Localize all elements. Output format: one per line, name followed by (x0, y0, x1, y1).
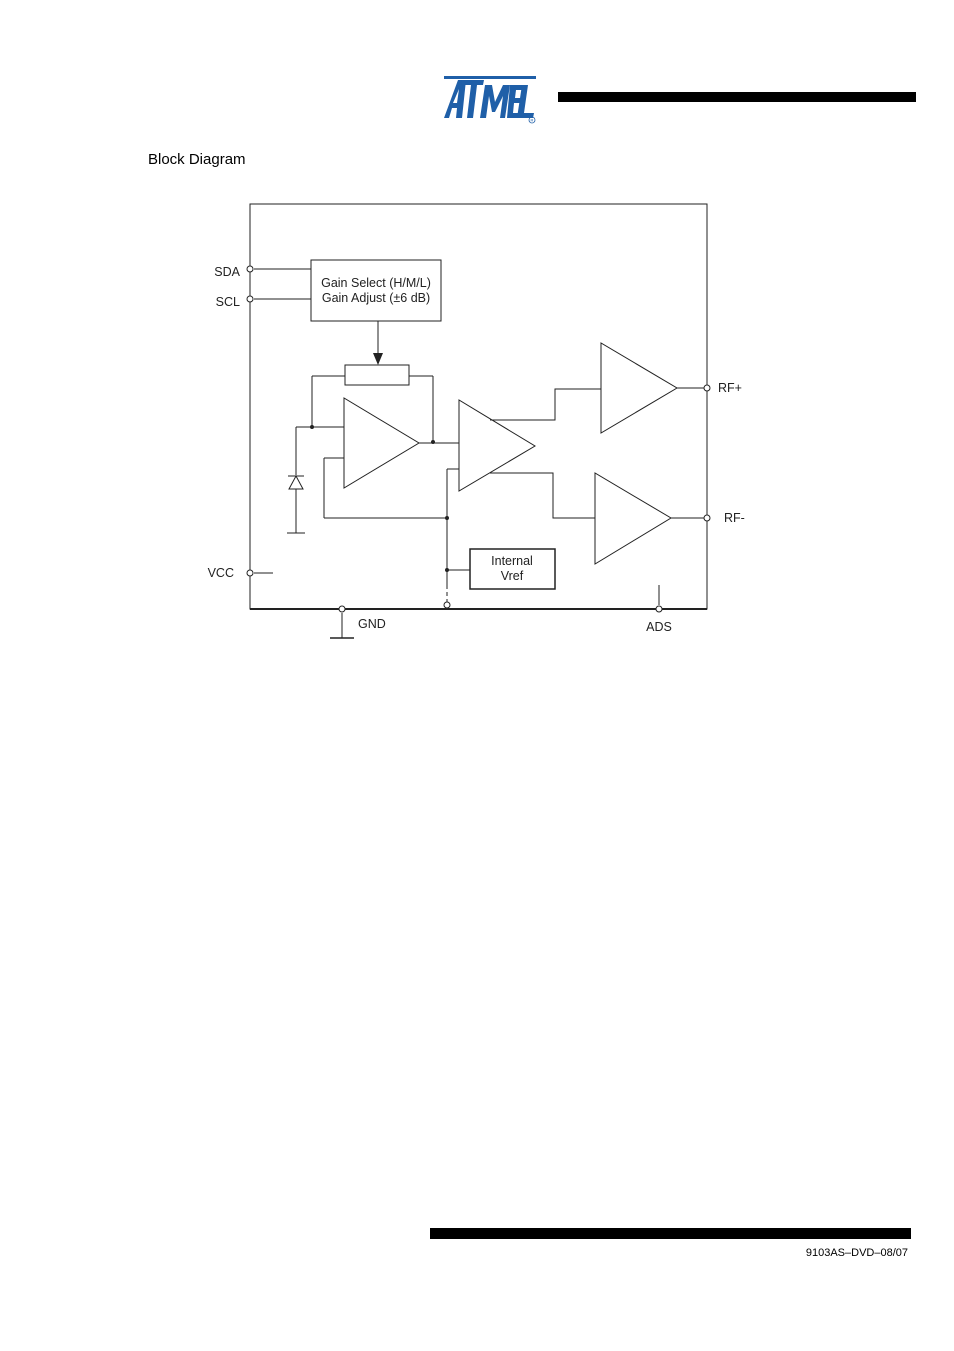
amplifier-2 (458, 399, 536, 492)
vref-node (443, 601, 451, 609)
header-rule (558, 92, 916, 102)
ads-label: ADS (646, 620, 672, 634)
gain-control-block (310, 259, 442, 322)
gnd-pin (338, 605, 346, 613)
footer-rule (430, 1228, 911, 1239)
section-title: Block Diagram (148, 151, 246, 168)
scl-label: SCL (216, 295, 240, 309)
rf-plus-label: RF+ (718, 381, 742, 395)
gnd-label: GND (358, 617, 386, 631)
vcc-pin (246, 569, 254, 577)
gain-block-line1: Gain Select (H/M/L) (321, 276, 431, 290)
ads-pin (655, 605, 663, 613)
vref-block-line1: Internal (491, 554, 533, 568)
amplifier-1 (343, 397, 420, 489)
internal-vref-block (469, 548, 556, 590)
vref-block-line2: Vref (501, 569, 524, 583)
feedback-resistor (344, 364, 410, 386)
rf-plus-pin (703, 384, 711, 392)
amplifier-rf-plus (600, 342, 678, 434)
sda-label: SDA (214, 265, 240, 279)
scl-pin (246, 295, 254, 303)
vcc-label: VCC (208, 566, 234, 580)
rf-minus-pin (703, 514, 711, 522)
amplifier-rf-minus (594, 472, 672, 565)
sda-pin (246, 265, 254, 273)
block-diagram: SDA SCL VCC GND ADS RF+ RF- Gain Select … (208, 203, 745, 639)
gain-block-line2: Gain Adjust (±6 dB) (322, 291, 430, 305)
diode-symbol (288, 474, 304, 490)
atmel-logo: R (444, 76, 536, 124)
rf-minus-label: RF- (724, 511, 745, 525)
document-code: 9103AS–DVD–08/07 (805, 1247, 908, 1259)
svg-text:R: R (531, 118, 534, 123)
control-arrow (373, 353, 383, 365)
